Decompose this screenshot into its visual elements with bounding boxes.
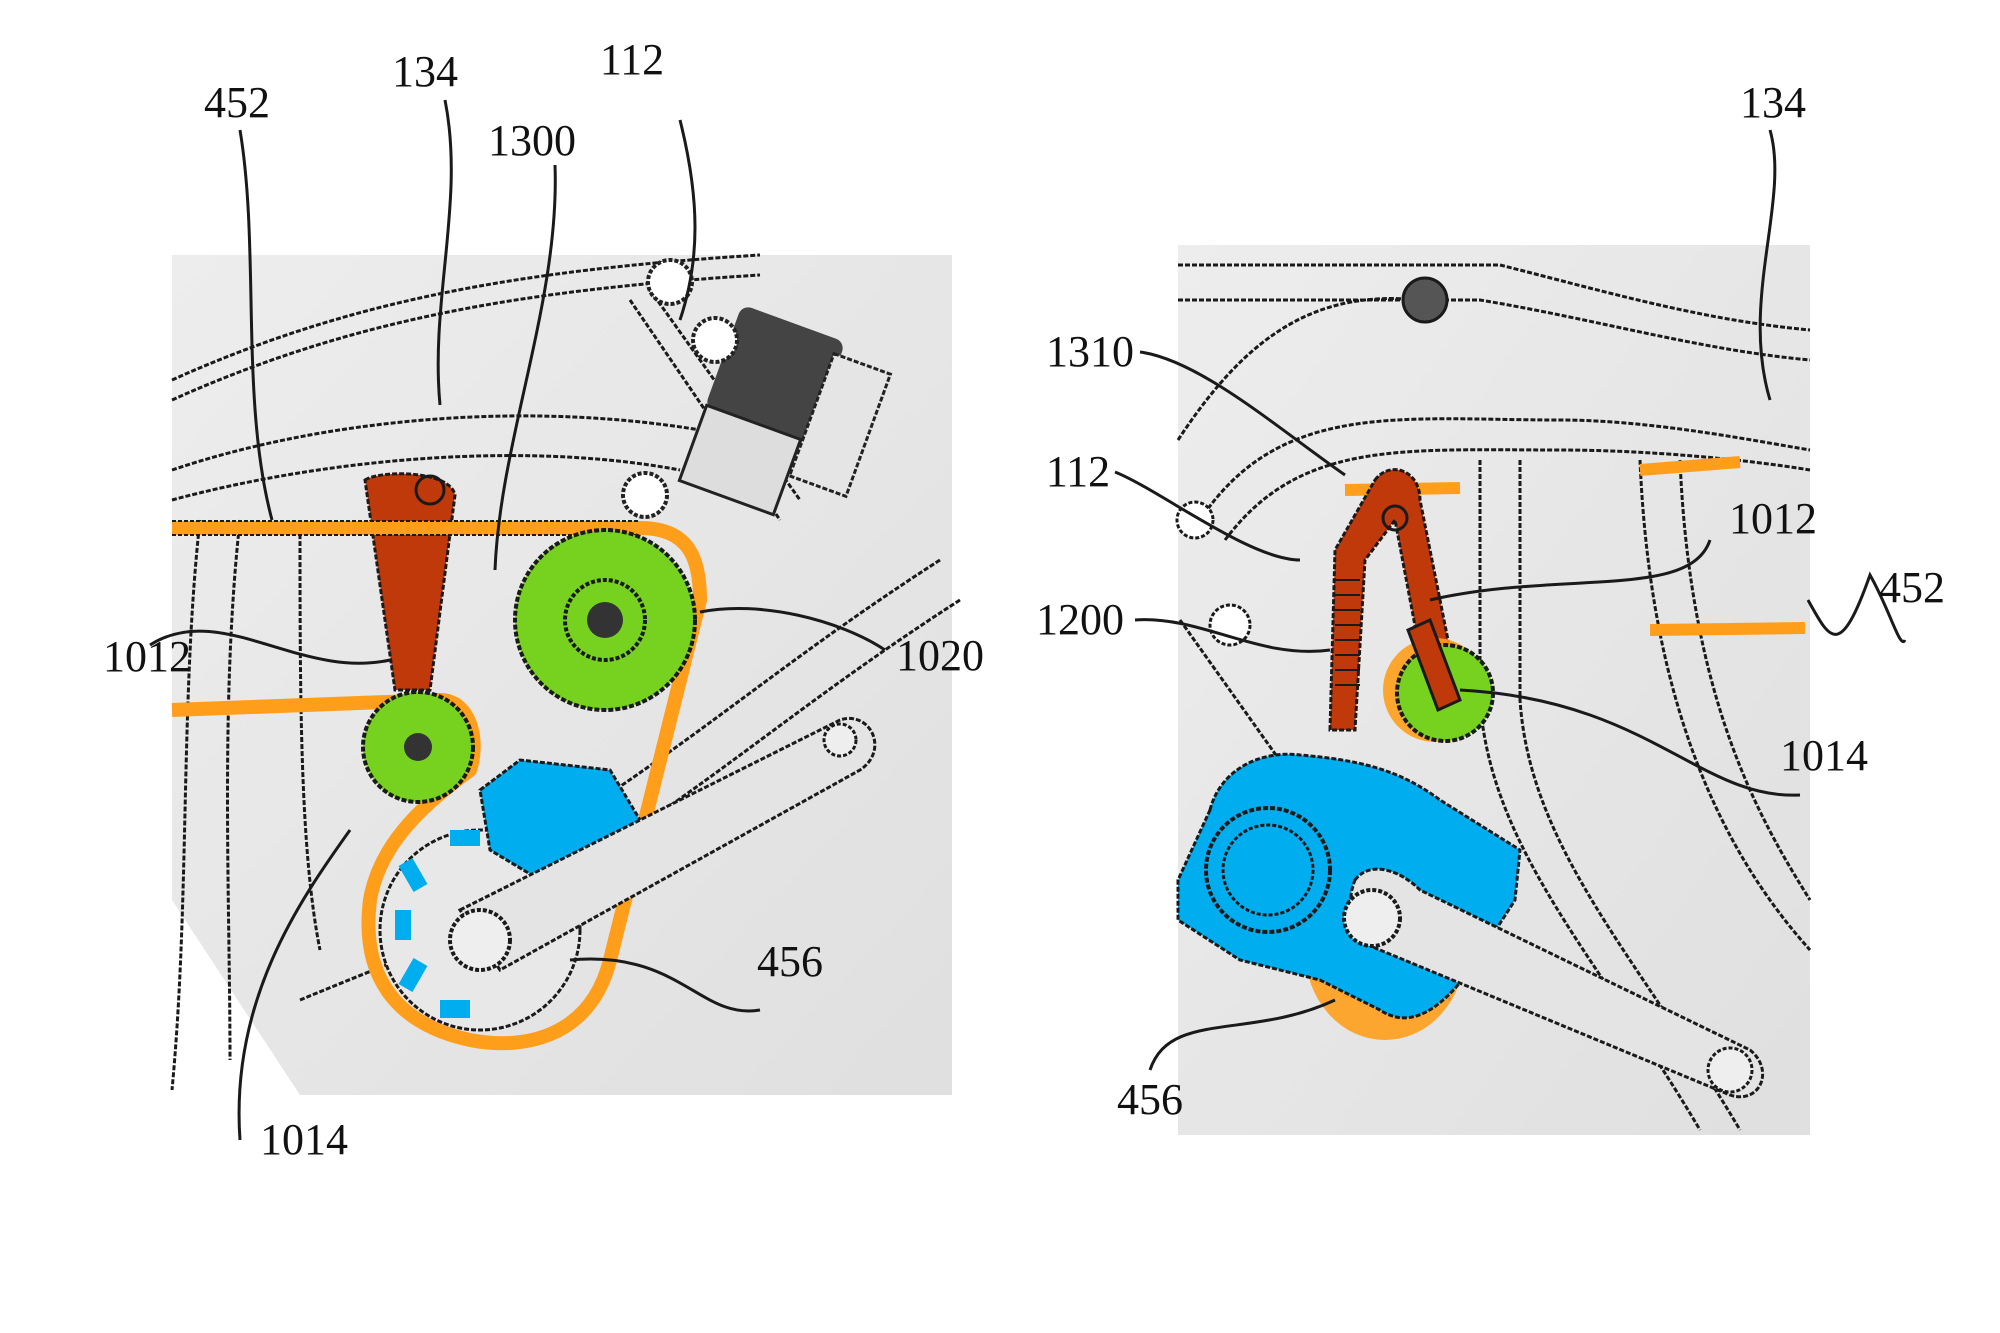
- crank-arm: [448, 716, 877, 972]
- label-1020: 1020: [896, 631, 984, 680]
- label-1012-left: 1012: [103, 632, 191, 681]
- label-452-left: 452: [204, 78, 270, 127]
- right-view: [1114, 129, 1907, 1135]
- label-1012-right: 1012: [1729, 494, 1817, 543]
- spring-1200: [1335, 579, 1360, 686]
- idler-pulley-1020: [513, 528, 697, 712]
- label-1310: 1310: [1046, 327, 1134, 376]
- idler-pulley-1014-right: [1383, 617, 1495, 743]
- left-view: [149, 99, 961, 1141]
- crank-arm-right: [1342, 867, 1765, 1099]
- label-112-right: 112: [1045, 447, 1111, 496]
- label-456-left: 456: [757, 937, 823, 986]
- label-1014-right: 1014: [1780, 731, 1868, 780]
- shock-absorber: [677, 307, 893, 517]
- label-112-left: 112: [599, 35, 665, 84]
- label-134-left: 134: [392, 47, 458, 96]
- label-452-right: 452: [1879, 563, 1945, 612]
- label-1300: 1300: [488, 116, 576, 165]
- leader-lines-left: [149, 99, 886, 1141]
- label-1014-left: 1014: [260, 1115, 348, 1164]
- leader-lines-right: [1114, 129, 1907, 1071]
- label-1200: 1200: [1036, 595, 1124, 644]
- label-456-right: 456: [1117, 1075, 1183, 1124]
- pivot-bolt-right: [1401, 276, 1449, 324]
- pivot-bolts: [621, 258, 739, 519]
- idler-pulley-1014: [361, 690, 475, 804]
- label-134-right: 134: [1740, 78, 1806, 127]
